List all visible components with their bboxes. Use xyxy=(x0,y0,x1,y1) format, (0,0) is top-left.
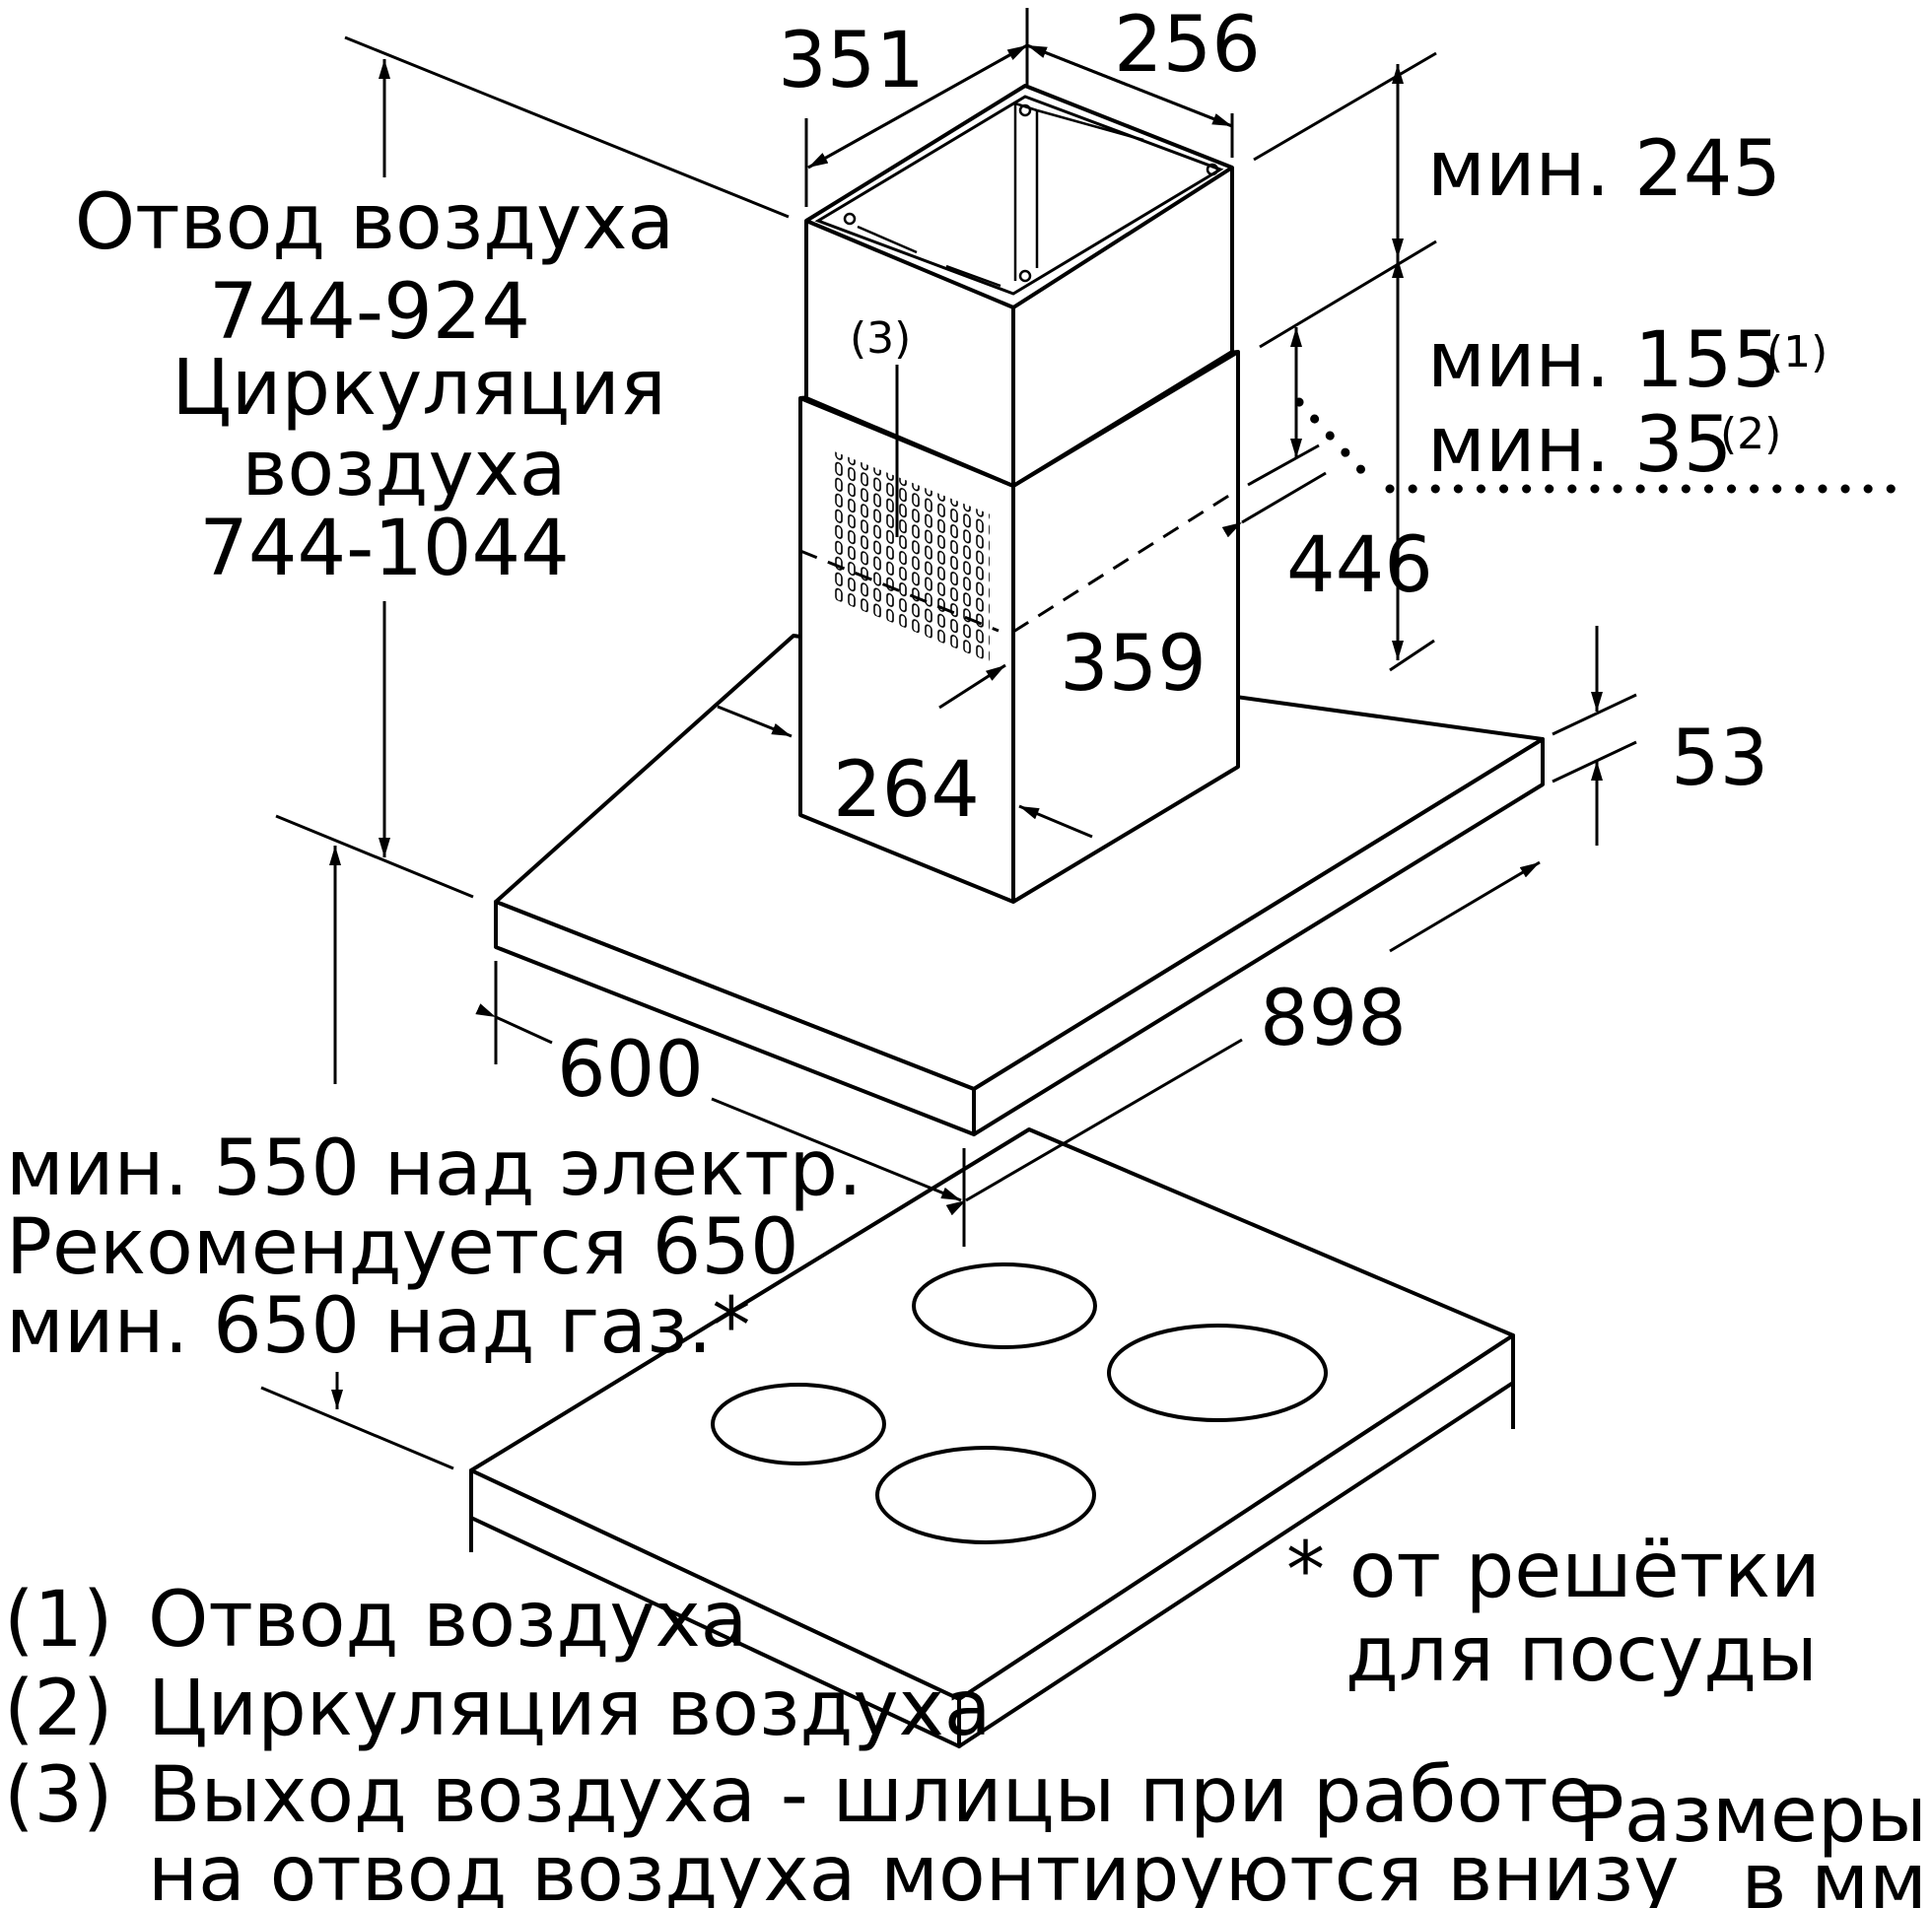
dim-359: 359 xyxy=(1060,620,1207,709)
circulation-range: 744-1044 xyxy=(199,505,570,593)
clearance-line-3: мин. 650 над газ.* xyxy=(6,1282,750,1371)
labels: 351 256 мин. 245 мин. 155 (1) мин. 35 (2… xyxy=(4,1,1927,1908)
exhaust-label: Отвод воздуха xyxy=(75,178,674,267)
dim-min-245: мин. 245 xyxy=(1427,125,1781,214)
legend-text-1: Отвод воздуха xyxy=(148,1576,747,1665)
circulation-label-1: Циркуляция xyxy=(172,344,666,433)
star-note-line-2: для посуды xyxy=(1346,1610,1818,1699)
burner-back-right xyxy=(1107,1324,1328,1422)
dim-446: 446 xyxy=(1286,521,1433,610)
burner-front-right xyxy=(875,1446,1096,1544)
dim-898: 898 xyxy=(1260,975,1407,1063)
legend-text-3b: на отвод воздуха монтируются внизу xyxy=(148,1830,1680,1908)
dimension-lines xyxy=(260,8,1907,1470)
legend-text-2: Циркуляция воздуха xyxy=(148,1665,992,1753)
cooktop xyxy=(469,1127,1515,1748)
dim-264: 264 xyxy=(833,746,980,835)
exhaust-range: 744-924 xyxy=(209,268,530,357)
burner-front-left xyxy=(711,1383,886,1465)
legend-num-2: (2) xyxy=(4,1665,113,1753)
legend-text-3: Выход воздуха - шлицы при работе xyxy=(148,1751,1596,1840)
circulation-label-2: воздуха xyxy=(242,425,566,513)
slots-ref: (3) xyxy=(850,313,911,364)
star-note-line-1: * от решётки xyxy=(1286,1527,1821,1615)
burner-back-left xyxy=(912,1262,1097,1349)
dim-256: 256 xyxy=(1114,1,1261,90)
units-line-1: Размеры xyxy=(1578,1771,1927,1860)
legend-num-1: (1) xyxy=(4,1576,113,1665)
dim-600: 600 xyxy=(557,1026,704,1115)
air-outlet-slots xyxy=(830,449,990,662)
dim-351: 351 xyxy=(778,17,925,105)
dim-min-35: мин. 35 xyxy=(1427,401,1732,490)
units-line-2: в мм xyxy=(1742,1838,1927,1908)
note-1: (1) xyxy=(1766,327,1828,377)
upper-chimney xyxy=(804,84,1234,488)
clearance-line-1: мин. 550 над электр. xyxy=(6,1124,862,1213)
legend-num-3: (3) xyxy=(4,1751,113,1840)
clearance-line-2: Рекомендуется 650 xyxy=(6,1203,799,1292)
note-2: (2) xyxy=(1720,409,1781,459)
dim-53: 53 xyxy=(1671,715,1768,803)
dim-min-155: мин. 155 xyxy=(1427,316,1781,405)
